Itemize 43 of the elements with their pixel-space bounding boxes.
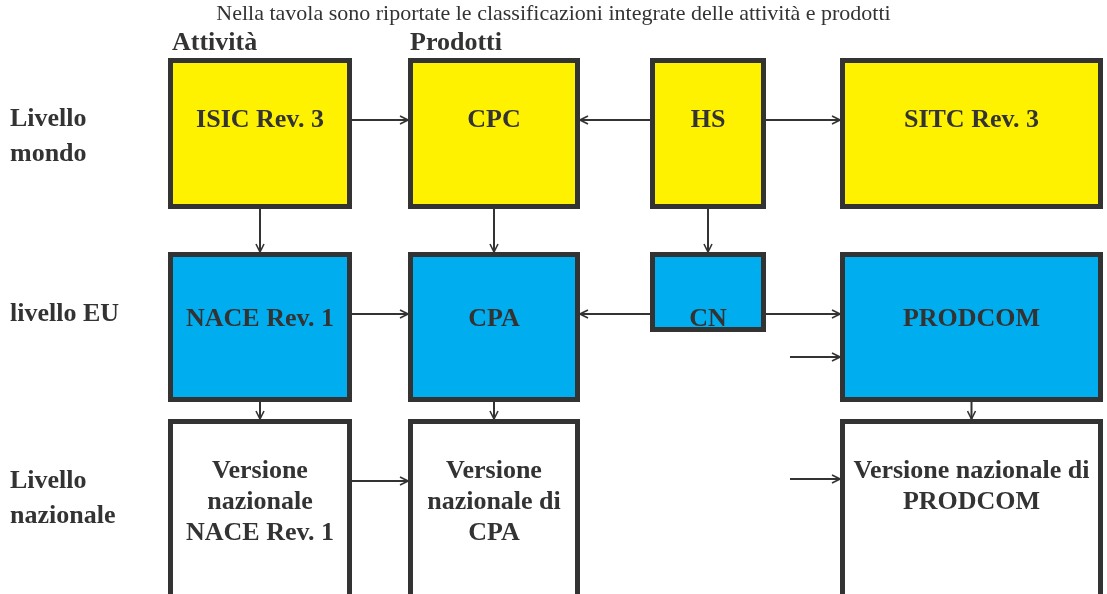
classification-box [168, 252, 352, 402]
arrow [255, 401, 265, 420]
box-label: ISIC Rev. 3 [196, 103, 324, 135]
classification-box [408, 419, 580, 594]
box-label: SITC Rev. 3 [903, 103, 1040, 135]
classification-box [168, 58, 352, 209]
arrow [351, 309, 409, 319]
arrow [966, 401, 977, 420]
arrow [789, 352, 841, 362]
arrow [351, 115, 409, 125]
arrow [489, 208, 499, 253]
arrow [789, 474, 841, 484]
row-label: Livello nazionale [10, 464, 117, 532]
arrow [765, 115, 841, 125]
box-label: PRODCOM [902, 302, 1041, 334]
arrow [489, 401, 499, 420]
row-label: Livello mondo [10, 102, 88, 170]
classification-box [840, 419, 1103, 594]
classification-box [840, 252, 1103, 402]
box-label: Versione nazionale di CPA [426, 454, 562, 548]
box-label: CPC [467, 103, 521, 135]
box-label: Versione nazionale NACE Rev. 1 [184, 454, 336, 548]
arrow [351, 476, 409, 486]
arrow [579, 309, 651, 319]
classification-box [650, 58, 766, 209]
classification-box [840, 58, 1103, 209]
box-label: Versione nazionale di PRODCOM [852, 454, 1091, 517]
classification-box [408, 58, 580, 209]
classification-box [168, 419, 352, 594]
box-label: CPA [468, 302, 520, 334]
box-label: HS [690, 103, 726, 135]
classification-box [408, 252, 580, 402]
classification-box [650, 252, 766, 332]
column-header: Attività [172, 26, 258, 58]
box-label: NACE Rev. 1 [185, 302, 335, 334]
row-label: livello EU [10, 297, 121, 329]
diagram-title: Nella tavola sono riportate le classificazioni integrate delle attività e prodotti [215, 0, 892, 26]
arrow [255, 208, 265, 253]
arrow [703, 208, 713, 253]
box-label: CN [689, 302, 727, 334]
arrow [765, 309, 841, 319]
arrow [579, 115, 651, 125]
column-header: Prodotti [410, 26, 502, 58]
